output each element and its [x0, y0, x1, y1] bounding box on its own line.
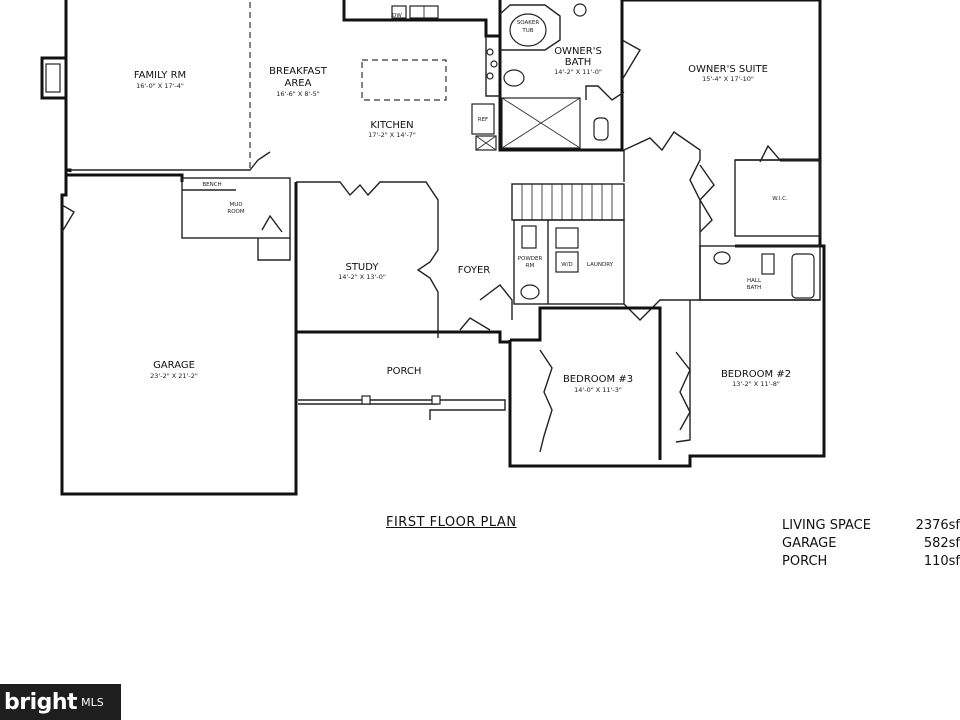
- stat-label: LIVING SPACE: [782, 518, 871, 533]
- study-dim: 14'-2" X 13'-0": [338, 273, 386, 281]
- washer-icon: [555, 227, 579, 249]
- breakfast-dim: 16'-6" X 8'-5": [276, 90, 320, 98]
- stair-treads: [521, 184, 613, 220]
- bedroom2-dim: 13'-2" X 11'-8": [732, 380, 780, 388]
- hall-toilet-icon: [761, 253, 775, 275]
- owners-bath-label-1: OWNER'S: [554, 46, 602, 57]
- vanity-sink-icon: [573, 3, 587, 17]
- soaker-tub-label-2: TUB: [521, 28, 533, 34]
- kitchen-dim: 17'-2" X 14'-7": [368, 131, 416, 139]
- owners-bath-label-2: BATH: [565, 57, 592, 68]
- garage-label: GARAGE: [153, 360, 195, 371]
- mud-room-label-2: ROOM: [227, 209, 244, 215]
- stat-label: GARAGE: [782, 536, 837, 551]
- refrigerator-label: REF: [478, 117, 488, 123]
- wic-label: W.I.C.: [772, 196, 788, 202]
- watermark-brand: bright: [4, 689, 78, 715]
- kitchen-island: [361, 59, 447, 101]
- soaker-tub-icon: [509, 13, 547, 47]
- bench-label: BENCH: [202, 182, 221, 188]
- powder-label-1: POWDER: [518, 256, 543, 262]
- stat-label: PORCH: [782, 554, 828, 569]
- stat-value: 582sf: [923, 536, 960, 551]
- breakfast-label-1: BREAKFAST: [269, 66, 328, 77]
- kitchen-label: KITCHEN: [370, 120, 413, 131]
- fireplace-icon: [45, 63, 61, 93]
- owners-bath-dim: 14'-2" X 11'-0": [554, 68, 602, 76]
- stat-garage: GARAGE 582sf: [782, 535, 960, 553]
- laundry-label: LAUNDRY: [587, 262, 614, 268]
- dryer-icon: [555, 251, 579, 273]
- mud-room-label-1: MUD: [229, 202, 242, 208]
- hall-sink-icon: [713, 251, 731, 265]
- dishwasher-label: DW: [392, 13, 402, 19]
- hall-bath-label-2: BATH: [747, 285, 762, 291]
- dishwasher-icon: [391, 5, 407, 19]
- study-label: STUDY: [345, 262, 379, 273]
- owner-sink-icon: [503, 69, 525, 87]
- stat-living-space: LIVING SPACE 2376sf: [782, 517, 960, 535]
- owner-toilet-icon: [593, 117, 609, 141]
- interior-walls: [61, 2, 821, 460]
- stat-porch: PORCH 110sf: [782, 553, 960, 571]
- soaker-tub-label-1: SOAKER: [517, 20, 540, 26]
- bedroom2-label: BEDROOM #2: [721, 369, 791, 380]
- washer-dryer-label: W/D: [561, 262, 573, 268]
- bedroom3-dim: 14'-0" X 11'-3": [574, 386, 622, 394]
- breakfast-label-2: AREA: [285, 78, 312, 89]
- area-summary: LIVING SPACE 2376sf GARAGE 582sf PORCH 1…: [782, 517, 960, 571]
- powder-label-2: RM: [526, 263, 535, 269]
- garage-dim: 23'-2" X 21'-2": [150, 372, 198, 380]
- refrigerator-icon: [471, 103, 495, 135]
- hall-bath-label-1: HALL: [747, 278, 762, 284]
- family-rm-dim: 16'-0" X 17'-4": [136, 82, 184, 90]
- watermark-suffix: MLS: [81, 695, 104, 709]
- hall-tub-icon: [791, 253, 815, 299]
- porch-label: PORCH: [387, 366, 422, 377]
- room-labels: FAMILY RM 16'-0" X 17'-4" BREAKFAST AREA…: [134, 13, 791, 394]
- bright-mls-watermark: bright MLS: [0, 684, 121, 720]
- stat-value: 110sf: [923, 554, 960, 569]
- owners-suite-label: OWNER'S SUITE: [688, 64, 768, 75]
- owners-suite-dim: 15'-4" X 17'-10": [702, 75, 754, 83]
- bedroom3-label: BEDROOM #3: [563, 374, 633, 385]
- stat-value: 2376sf: [915, 518, 960, 533]
- family-rm-label: FAMILY RM: [134, 70, 186, 81]
- plan-title: FIRST FLOOR PLAN: [386, 515, 517, 530]
- powder-sink-icon: [520, 284, 540, 300]
- foyer-label: FOYER: [458, 265, 491, 276]
- powder-toilet-icon: [521, 225, 537, 249]
